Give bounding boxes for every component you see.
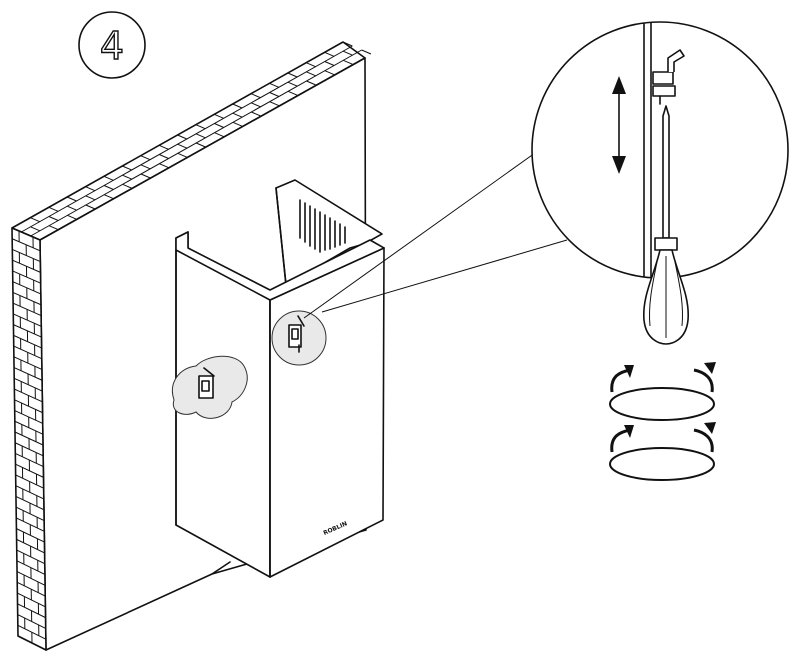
bracket-icon-left	[198, 367, 215, 399]
adjust-arrow-icon	[612, 76, 626, 174]
callout-line-upper	[303, 147, 543, 319]
step-circle-icon	[78, 11, 146, 79]
screwdriver-handle	[643, 249, 689, 345]
rotate-arrows-icon	[609, 362, 716, 421]
step-badge: 4	[78, 11, 146, 79]
callout-line-lower	[321, 239, 568, 313]
rotate-arrows-icon-lower	[609, 422, 716, 481]
step-number: 4	[100, 24, 124, 68]
magnifier-circle	[531, 21, 789, 279]
screw-detail-circle	[271, 310, 327, 366]
bracket-callout-left	[172, 355, 248, 419]
bracket-detail	[652, 49, 685, 105]
vent-slots	[299, 199, 346, 253]
screwdriver	[654, 105, 678, 251]
